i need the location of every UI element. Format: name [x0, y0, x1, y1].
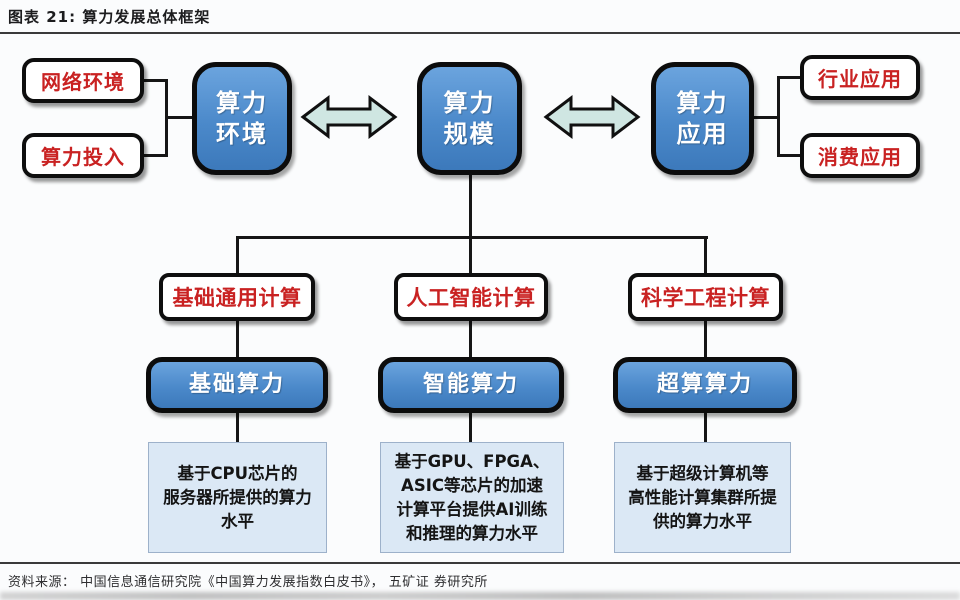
- connector-line: [165, 116, 193, 119]
- desc-line: 基于CPU芯片的: [177, 463, 298, 483]
- node-label-line2: 环境: [216, 119, 268, 148]
- desc-line: 和推理的算力水平: [406, 523, 538, 543]
- category-label: 科学工程计算: [641, 286, 770, 310]
- connector-line: [469, 320, 472, 358]
- node-super-computing-power: 超算算力: [613, 357, 797, 413]
- connector-line: [704, 236, 707, 274]
- node-label-line1: 算力: [676, 88, 729, 117]
- description-box-super-power: 基于超级计算机等 高性能计算集群所提 供的算力水平: [614, 442, 791, 553]
- connector-line: [469, 236, 472, 274]
- category-box-scientific-computing: 科学工程计算: [628, 273, 783, 321]
- output-label: 行业应用: [818, 67, 902, 91]
- category-label: 基础通用计算: [172, 286, 302, 310]
- output-box-industry-application: 行业应用: [800, 55, 920, 100]
- connector-line: [144, 79, 168, 82]
- node-computing-scale: 算力 规模: [417, 62, 522, 175]
- input-label: 网络环境: [41, 70, 125, 94]
- node-label-line2: 应用: [676, 119, 729, 148]
- desc-line: 基于GPU、FPGA、: [394, 451, 550, 471]
- desc-line: 供的算力水平: [653, 511, 752, 531]
- desc-line: 服务器所提供的算力: [163, 487, 312, 507]
- description-box-intelligent-power: 基于GPU、FPGA、 ASIC等芯片的加速 计算平台提供AI训练 和推理的算力…: [380, 442, 564, 553]
- connector-line: [236, 412, 239, 443]
- connector-line: [469, 412, 472, 443]
- node-basic-computing-power: 基础算力: [146, 357, 328, 413]
- node-label-line2: 规模: [443, 119, 496, 148]
- title-divider: [0, 32, 960, 34]
- input-label: 算力投入: [41, 145, 125, 169]
- category-box-general-computing: 基础通用计算: [159, 273, 315, 321]
- desc-line: 水平: [221, 511, 254, 531]
- node-label: 超算算力: [656, 372, 753, 397]
- connector-line: [752, 116, 780, 119]
- connector-line: [777, 76, 801, 79]
- output-label: 消费应用: [818, 145, 902, 169]
- source-note: 资料来源： 中国信息通信研究院《中国算力发展指数白皮书》， 五矿证 券研究所: [8, 575, 488, 590]
- input-box-computing-investment: 算力投入: [22, 133, 144, 178]
- node-label-line1: 算力: [216, 88, 268, 117]
- desc-line: 高性能计算集群所提: [628, 487, 777, 507]
- connector-line: [704, 320, 707, 358]
- node-label: 基础算力: [188, 372, 285, 397]
- category-label: 人工智能计算: [406, 286, 536, 310]
- source-divider: [0, 562, 960, 564]
- connector-line: [469, 174, 472, 238]
- connector-line: [236, 236, 239, 274]
- connector-line: [777, 76, 780, 157]
- connector-line: [236, 320, 239, 358]
- desc-line: ASIC等芯片的加速: [401, 475, 543, 495]
- node-label: 智能算力: [422, 372, 519, 397]
- desc-line: 基于超级计算机等: [636, 463, 769, 483]
- node-intelligent-computing-power: 智能算力: [378, 357, 564, 413]
- output-box-consumer-application: 消费应用: [800, 133, 920, 178]
- cropped-text-artifact: [0, 592, 960, 600]
- double-arrow-icon: [300, 94, 398, 140]
- category-box-ai-computing: 人工智能计算: [394, 273, 548, 321]
- connector-line: [236, 236, 708, 239]
- connector-line: [144, 154, 168, 157]
- connector-line: [704, 412, 707, 443]
- input-box-network-environment: 网络环境: [22, 58, 144, 103]
- description-box-basic-power: 基于CPU芯片的 服务器所提供的算力 水平: [148, 442, 327, 553]
- double-arrow-icon: [543, 94, 641, 140]
- figure-title: 图表 21: 算力发展总体框架: [8, 8, 211, 26]
- node-label-line1: 算力: [443, 88, 496, 117]
- node-computing-environment: 算力 环境: [192, 62, 292, 175]
- desc-line: 计算平台提供AI训练: [396, 499, 548, 519]
- connector-line: [777, 154, 801, 157]
- node-computing-application: 算力 应用: [651, 62, 754, 175]
